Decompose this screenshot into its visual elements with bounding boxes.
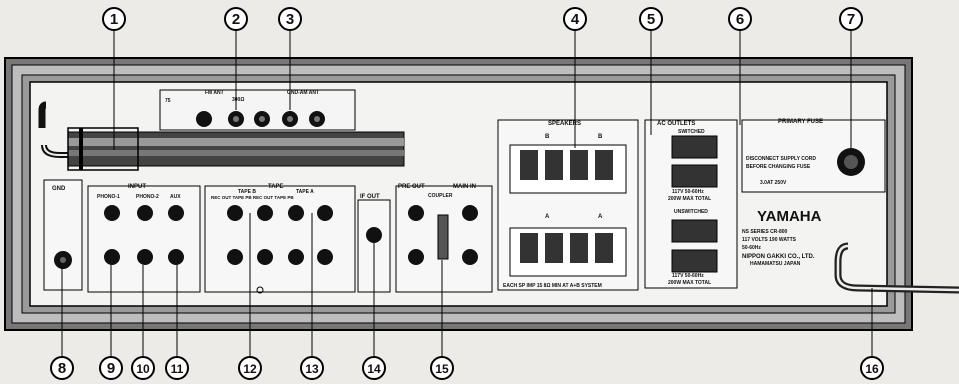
svg-text:TAPE A: TAPE A: [296, 189, 314, 195]
callout-11: 11: [165, 265, 189, 380]
svg-text:14: 14: [367, 362, 381, 376]
svg-text:NS SERIES CR-800: NS SERIES CR-800: [742, 229, 788, 235]
svg-text:PHONO-1: PHONO-1: [97, 194, 120, 200]
svg-text:EACH SP IMP 15 8Ω MIN AT A+B S: EACH SP IMP 15 8Ω MIN AT A+B SYSTEM: [503, 283, 602, 289]
svg-text:MAIN IN: MAIN IN: [453, 184, 476, 190]
brand-plate: YAMAHA NS SERIES CR-800 117 VOLTS 190 WA…: [742, 208, 822, 267]
svg-text:12: 12: [243, 362, 257, 376]
svg-text:117V 50-60Hz: 117V 50-60Hz: [672, 273, 704, 279]
svg-text:UNSWITCHED: UNSWITCHED: [674, 209, 708, 215]
fm-ant-label: FM ANT: [205, 90, 224, 96]
svg-text:7: 7: [847, 11, 855, 28]
callout-16: 16: [860, 288, 884, 380]
svg-text:200W MAX TOTAL: 200W MAX TOTAL: [668, 196, 711, 202]
svg-text:75: 75: [165, 98, 171, 104]
svg-text:PHONO-2: PHONO-2: [136, 194, 159, 200]
svg-text:SPEAKERS: SPEAKERS: [548, 121, 581, 127]
svg-text:TAPE B: TAPE B: [238, 189, 256, 195]
gnd-terminal: GND: [43, 179, 83, 291]
speaker-terminals: SPEAKERS B B A A EACH SP IMP 15 8Ω MIN A…: [497, 119, 639, 291]
svg-text:AUX: AUX: [170, 194, 181, 200]
callout-12: 12: [238, 213, 262, 380]
antenna-terminals: 75 FM ANT 300Ω GND-AM ANT: [159, 89, 356, 131]
svg-text:IF OUT: IF OUT: [360, 194, 380, 200]
svg-text:BEFORE CHANGING FUSE: BEFORE CHANGING FUSE: [746, 164, 811, 170]
callout-numbers: 1 2 3 4 5 6 7 8 9 10 11 12 13 14 15 16: [50, 7, 884, 380]
svg-text:A: A: [598, 214, 603, 220]
svg-text:B: B: [598, 134, 603, 140]
svg-text:REC OUT TAPE PB REC OUT TAPE P: REC OUT TAPE PB REC OUT TAPE PB: [211, 195, 294, 200]
svg-text:TAPE: TAPE: [268, 184, 284, 190]
am-ant-label: GND-AM ANT: [287, 90, 319, 96]
primary-fuse: PRIMARY FUSE DISCONNECT SUPPLY CORD BEFO…: [741, 119, 886, 193]
callout-6: 6: [728, 7, 752, 125]
svg-text:10: 10: [136, 362, 150, 376]
svg-text:GND: GND: [52, 186, 66, 192]
ac-outlets: AC OUTLETS SWITCHED 117V 50-60Hz 200W MA…: [644, 119, 738, 289]
callout-5: 5: [639, 7, 663, 135]
callout-14: 14: [362, 243, 386, 380]
svg-text:HAMAMATSU JAPAN: HAMAMATSU JAPAN: [750, 261, 801, 267]
svg-text:PRE OUT: PRE OUT: [398, 184, 425, 190]
svg-text:1: 1: [110, 11, 118, 28]
input-jacks: INPUT PHONO-1 PHONO-2 AUX: [87, 184, 201, 293]
callout-8: 8: [50, 268, 74, 380]
callout-10: 10: [131, 265, 155, 380]
svg-text:DISCONNECT SUPPLY CORD: DISCONNECT SUPPLY CORD: [746, 156, 816, 162]
svg-text:NIPPON GAKKI CO., LTD.: NIPPON GAKKI CO., LTD.: [742, 254, 815, 260]
svg-text:3: 3: [286, 11, 294, 28]
callout-4: 4: [563, 7, 587, 148]
svg-text:11: 11: [171, 362, 184, 376]
svg-text:PRIMARY FUSE: PRIMARY FUSE: [778, 119, 823, 125]
callout-9: 9: [99, 265, 123, 380]
svg-text:5: 5: [647, 11, 655, 28]
preout-mainin: PRE OUT MAIN IN COUPLER: [395, 184, 493, 293]
callout-15: 15: [430, 260, 454, 380]
svg-text:YAMAHA: YAMAHA: [757, 208, 822, 225]
callout-13: 13: [300, 213, 324, 380]
tape-jacks: TAPE TAPE B TAPE A REC OUT TAPE PB REC O…: [204, 184, 356, 294]
svg-text:2: 2: [232, 11, 240, 28]
svg-text:AC OUTLETS: AC OUTLETS: [657, 121, 695, 127]
svg-text:13: 13: [305, 362, 319, 376]
svg-text:9: 9: [107, 360, 115, 377]
svg-text:117V 50-60Hz: 117V 50-60Hz: [672, 189, 704, 195]
svg-text:6: 6: [736, 11, 744, 28]
svg-text:117 VOLTS 190 WATTS: 117 VOLTS 190 WATTS: [742, 237, 797, 243]
svg-text:3.0AT 250V: 3.0AT 250V: [760, 180, 787, 186]
callout-7: 7: [839, 7, 863, 148]
svg-text:50-60Hz: 50-60Hz: [742, 245, 761, 251]
svg-text:8: 8: [58, 360, 66, 377]
svg-text:4: 4: [571, 11, 580, 28]
svg-text:INPUT: INPUT: [128, 184, 146, 190]
svg-text:SWITCHED: SWITCHED: [678, 129, 705, 135]
svg-text:15: 15: [435, 362, 449, 376]
svg-text:A: A: [545, 214, 550, 220]
power-cord: [834, 242, 959, 294]
ferrite-antenna: [38, 101, 405, 171]
callout-2: 2: [224, 7, 248, 110]
callout-1: 1: [102, 7, 126, 150]
ohm300-label: 300Ω: [232, 97, 244, 103]
callout-3: 3: [278, 7, 302, 110]
svg-text:B: B: [545, 134, 550, 140]
svg-text:200W MAX TOTAL: 200W MAX TOTAL: [668, 280, 711, 286]
svg-text:16: 16: [865, 362, 879, 376]
svg-text:COUPLER: COUPLER: [428, 193, 453, 199]
